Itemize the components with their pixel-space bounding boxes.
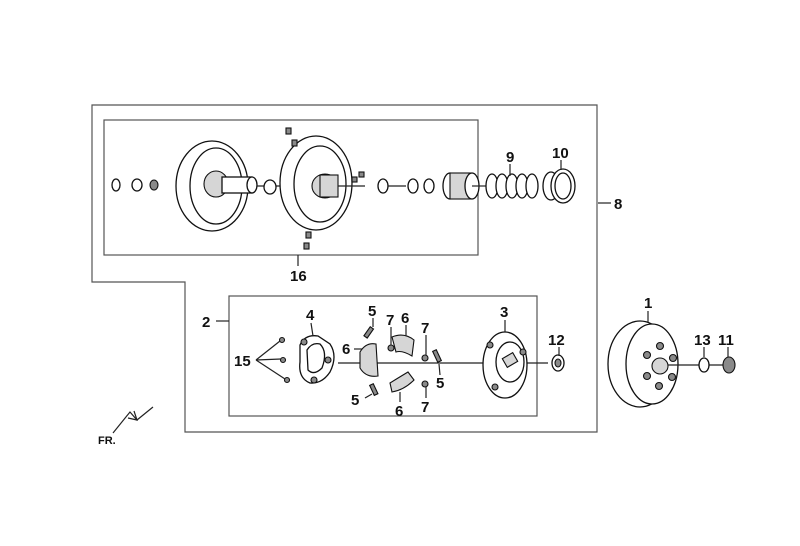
retainer-hole: [300, 338, 308, 346]
o-ring-part: [423, 178, 435, 194]
assembly-box-2: [228, 295, 538, 417]
callout-5-bottom: 5: [351, 392, 359, 409]
guide-pin-part: [351, 176, 358, 183]
clutch-spring-part: [368, 382, 379, 397]
oil-seal-part: [377, 178, 389, 194]
washer-part: [149, 179, 159, 191]
drive-plate-slot: [501, 351, 519, 369]
callout-12: 12: [548, 332, 565, 349]
callout-8: 8: [614, 196, 622, 213]
bell-vent-hole: [655, 341, 665, 351]
callout-13: 13: [694, 332, 711, 349]
driven-pulley-group: [111, 127, 480, 250]
callout-7-top: 7: [386, 312, 394, 329]
spring-and-cup-group: [472, 168, 576, 204]
front-marker-label: FR.: [98, 435, 116, 447]
callout-6-top: 6: [401, 310, 409, 327]
callout-4: 4: [306, 307, 315, 324]
o-ring-part: [263, 179, 277, 195]
guide-pin-part: [291, 139, 298, 147]
clutch-assembly-group: [278, 325, 565, 399]
spring-cup-inner: [554, 172, 572, 200]
damper-pin-part: [387, 344, 395, 352]
spring-coil-part: [525, 173, 539, 199]
drive-plate-pin: [486, 341, 494, 349]
retainer-hole: [324, 356, 332, 364]
callout-10: 10: [552, 145, 569, 162]
callout-6-left: 6: [342, 341, 350, 358]
guide-pin-part: [285, 127, 292, 135]
clutch-shoe-part: [389, 371, 415, 393]
damper-pin-part: [421, 354, 429, 362]
guide-pin-part: [358, 171, 365, 178]
callout-9: 9: [506, 149, 514, 166]
retainer-hole: [310, 376, 318, 384]
bolt-part: [283, 376, 291, 384]
callout-6-bottom: 6: [395, 403, 403, 420]
nut-part: [111, 178, 121, 192]
callout-2: 2: [202, 314, 210, 331]
callout-16: 16: [290, 268, 307, 285]
clutch-spring-part: [431, 348, 443, 364]
retainer-plate-inner: [306, 342, 326, 374]
bell-vent-hole: [642, 350, 652, 360]
clutch-bell-hub: [651, 357, 669, 375]
callout-15: 15: [234, 353, 251, 370]
callout-11: 11: [718, 332, 734, 349]
guide-pin-part: [305, 231, 312, 239]
clutch-bell-group: [607, 320, 736, 408]
damper-pin-part: [421, 380, 429, 388]
o-ring-part: [407, 178, 419, 194]
callout-1: 1: [644, 295, 652, 312]
bell-vent-hole: [642, 371, 652, 381]
leader-lines: [216, 160, 729, 402]
drive-plate-pin: [519, 348, 527, 356]
front-arrow-icon: [112, 406, 154, 434]
clutch-shoe-part: [391, 334, 415, 357]
clutch-shoe-part: [359, 343, 379, 377]
nut-11-part: [722, 356, 736, 374]
nut-12-inner: [554, 358, 562, 368]
callout-3: 3: [500, 304, 508, 321]
callout-5-right: 5: [436, 375, 444, 392]
callout-5-top: 5: [368, 303, 376, 320]
bell-vent-hole: [667, 372, 677, 382]
drive-plate-pin: [491, 383, 499, 391]
movable-sheave-sleeve: [319, 174, 339, 198]
washer-part: [131, 178, 143, 192]
bell-vent-hole: [668, 353, 678, 363]
callout-7-bottom: 7: [421, 399, 429, 416]
bolt-part: [279, 356, 287, 364]
shaft-end-part: [246, 176, 258, 194]
washer-13-part: [698, 357, 710, 373]
bolt-part: [278, 336, 286, 344]
guide-pin-part: [303, 242, 310, 250]
bell-vent-hole: [654, 381, 664, 391]
clutch-spring-part: [363, 325, 375, 339]
assembly-outline-8: [91, 104, 598, 433]
callout-7-right: 7: [421, 320, 429, 337]
